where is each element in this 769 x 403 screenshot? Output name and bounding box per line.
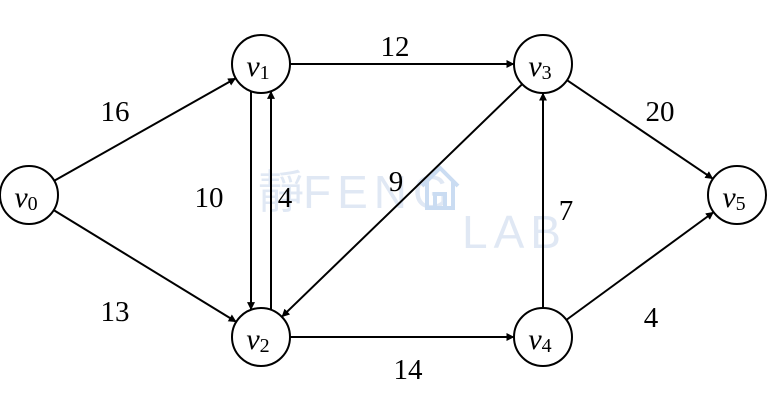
edge-v4-v5 xyxy=(565,211,715,321)
watermark: 靜 FENG LAB xyxy=(258,165,567,258)
node-letter: v xyxy=(14,181,28,214)
node-v5: v5 xyxy=(707,165,767,225)
edge-v3-v5 xyxy=(566,79,714,180)
node-label-v3: v3 xyxy=(528,50,551,85)
edge-weight-v1-v3: 12 xyxy=(381,31,410,63)
node-circle-v2 xyxy=(231,307,291,367)
edge-v3-v2 xyxy=(281,83,523,318)
watermark-suffix: LAB xyxy=(462,206,567,258)
edge-layer xyxy=(53,60,715,341)
edge-weight-v3-v5: 20 xyxy=(646,96,675,128)
node-subscript: 2 xyxy=(260,335,270,357)
node-subscript: 3 xyxy=(542,62,552,84)
node-subscript: 5 xyxy=(736,193,746,215)
node-label-v5: v5 xyxy=(722,181,745,216)
edge-v0-v2 xyxy=(53,209,237,323)
node-circle-v5 xyxy=(707,165,767,225)
node-circle-v3 xyxy=(513,34,573,94)
node-v1: v1 xyxy=(231,34,291,94)
node-circle-v4 xyxy=(513,307,573,367)
node-label-v1: v1 xyxy=(246,50,269,85)
node-circle-v0 xyxy=(0,165,59,225)
node-letter: v xyxy=(246,323,260,356)
edge-weight-v1-v2: 10 xyxy=(195,182,224,214)
node-letter: v xyxy=(528,50,542,83)
node-label-v2: v2 xyxy=(246,323,269,358)
edge-weight-v4-v5: 4 xyxy=(644,302,659,334)
node-v4: v4 xyxy=(513,307,573,367)
watermark-middle: FENG xyxy=(303,166,455,218)
edge-weight-v0-v2: 13 xyxy=(101,296,130,328)
edge-weight-v2-v4: 14 xyxy=(394,354,424,386)
node-v2: v2 xyxy=(231,307,291,367)
edge-v0-v1 xyxy=(53,77,237,182)
edge-weight-v4-v3: 7 xyxy=(559,195,574,227)
edge-weight-v3-v2: 9 xyxy=(389,166,404,198)
node-subscript: 0 xyxy=(28,193,38,215)
node-v0: v0 xyxy=(0,165,59,225)
node-letter: v xyxy=(722,181,736,214)
edge-weight-v2-v1: 4 xyxy=(278,182,293,214)
node-v3: v3 xyxy=(513,34,573,94)
node-label-v0: v0 xyxy=(14,181,37,216)
node-label-v4: v4 xyxy=(528,323,551,358)
node-subscript: 4 xyxy=(542,335,552,357)
edge-weight-v0-v1: 16 xyxy=(101,96,130,128)
node-subscript: 1 xyxy=(260,62,270,84)
node-letter: v xyxy=(246,50,260,83)
node-letter: v xyxy=(528,323,542,356)
watermark-prefix: 靜 xyxy=(258,166,310,218)
watermark-house-icon xyxy=(420,165,460,210)
node-circle-v1 xyxy=(231,34,291,94)
